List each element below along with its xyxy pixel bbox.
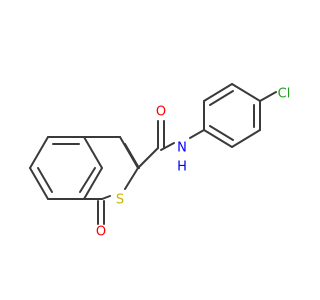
- bond: [231, 83, 261, 102]
- bond: [124, 143, 140, 169]
- atom-labels: O N H Cl S O: [96, 87, 290, 240]
- molecule-structure: O N H Cl S O: [29, 83, 290, 240]
- bond: [83, 136, 103, 169]
- bond: [124, 167, 139, 190]
- bond: [231, 129, 261, 148]
- bond: [79, 167, 96, 193]
- bond: [209, 90, 234, 106]
- bond: [160, 142, 175, 151]
- atom-label-hydrogen: H: [177, 160, 187, 175]
- bond: [203, 83, 233, 102]
- bond: [203, 129, 233, 148]
- bond: [29, 136, 49, 169]
- atom-label-sulfur: S: [116, 193, 124, 208]
- atom-label-oxygen-amide: O: [156, 105, 166, 120]
- bond: [29, 167, 49, 200]
- bond: [83, 167, 103, 200]
- atom-label-chlorine: Cl: [278, 87, 291, 102]
- bond: [101, 195, 111, 200]
- atom-label-nitrogen: N: [177, 141, 187, 156]
- structure-canvas: O N H Cl S O: [29, 83, 290, 240]
- bond: [137, 147, 159, 169]
- bond: [189, 129, 205, 139]
- atom-label-oxygen-lactone: O: [96, 225, 106, 240]
- bond: [37, 167, 53, 193]
- bonds: [29, 83, 277, 225]
- bond: [259, 91, 277, 102]
- bond: [209, 125, 234, 141]
